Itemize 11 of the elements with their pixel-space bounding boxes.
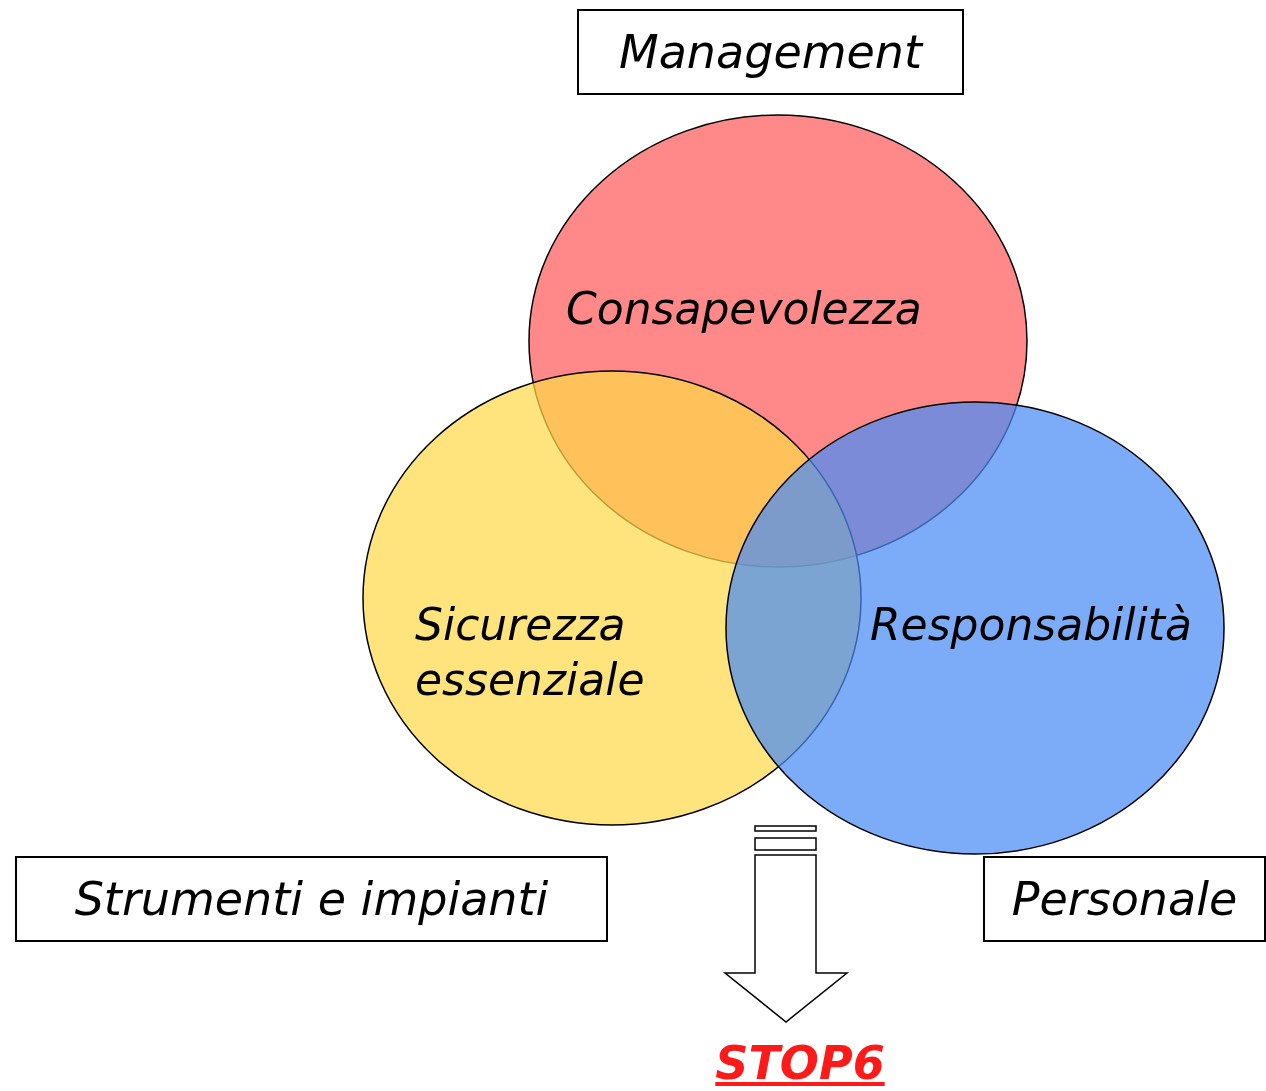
result-label: STOP6	[714, 1036, 886, 1091]
box-label: Management	[619, 25, 922, 79]
label-box	[577, 9, 964, 95]
block-arrow	[722, 825, 850, 1023]
circle-label: Consapevolezza	[566, 282, 922, 336]
circle-label: Sicurezza essenziale	[415, 598, 646, 707]
box-label: Strumenti e impianti	[74, 872, 549, 926]
circle-label: Responsabilità	[870, 598, 1192, 652]
label-box	[983, 856, 1266, 942]
label-box	[15, 856, 608, 942]
box-label: Personale	[1011, 872, 1238, 926]
